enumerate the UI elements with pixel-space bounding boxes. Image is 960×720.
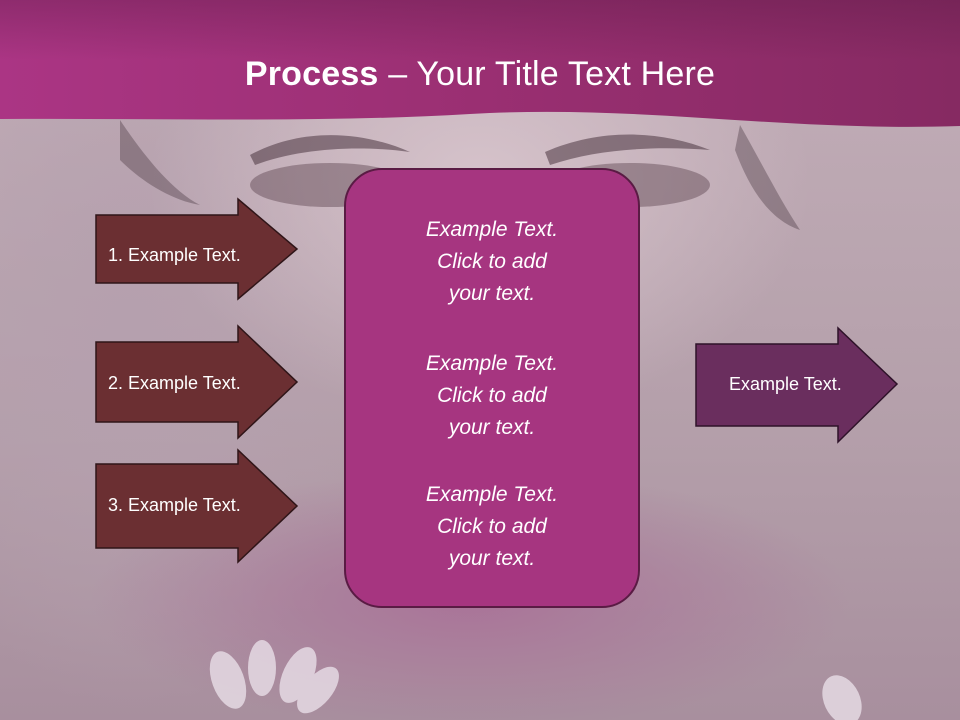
right-arrow[interactable]	[694, 326, 900, 446]
center-block-1-line-3: your text.	[448, 282, 536, 305]
header-band	[0, 0, 960, 127]
center-block-1-line-1: Example Text.	[425, 218, 559, 241]
left-arrow-3[interactable]	[94, 448, 300, 564]
left-arrow-1-label: 1. Example Text.	[108, 245, 241, 265]
center-block-3-line-1: Example Text.	[425, 483, 559, 506]
center-text-box[interactable]: Example Text. Click to add your text. Ex…	[344, 168, 640, 608]
center-block-2-line-1: Example Text.	[425, 352, 559, 375]
title-bold: Process	[244, 55, 379, 93]
center-text-block-3: Example Text. Click to add your text.	[346, 479, 638, 575]
center-block-2-line-3: your text.	[448, 416, 536, 439]
left-arrow-3-label: 3. Example Text.	[108, 495, 241, 515]
left-arrow-2[interactable]	[94, 324, 300, 440]
center-block-2-line-2: Click to add	[437, 384, 547, 407]
center-block-3-line-2: Click to add	[437, 515, 547, 538]
left-arrow-1[interactable]	[94, 197, 300, 301]
center-text-block-1: Example Text. Click to add your text.	[346, 214, 638, 310]
title-rest: – Your Title Text Here	[378, 55, 716, 93]
right-arrow-label: Example Text.	[729, 374, 842, 394]
slide-title: Process – Your Title Text Here	[0, 52, 960, 96]
center-block-1-line-2: Click to add	[437, 250, 547, 273]
center-block-3-line-3: your text.	[448, 547, 536, 570]
left-arrow-2-label: 2. Example Text.	[108, 373, 241, 393]
center-text-block-2: Example Text. Click to add your text.	[346, 348, 638, 444]
